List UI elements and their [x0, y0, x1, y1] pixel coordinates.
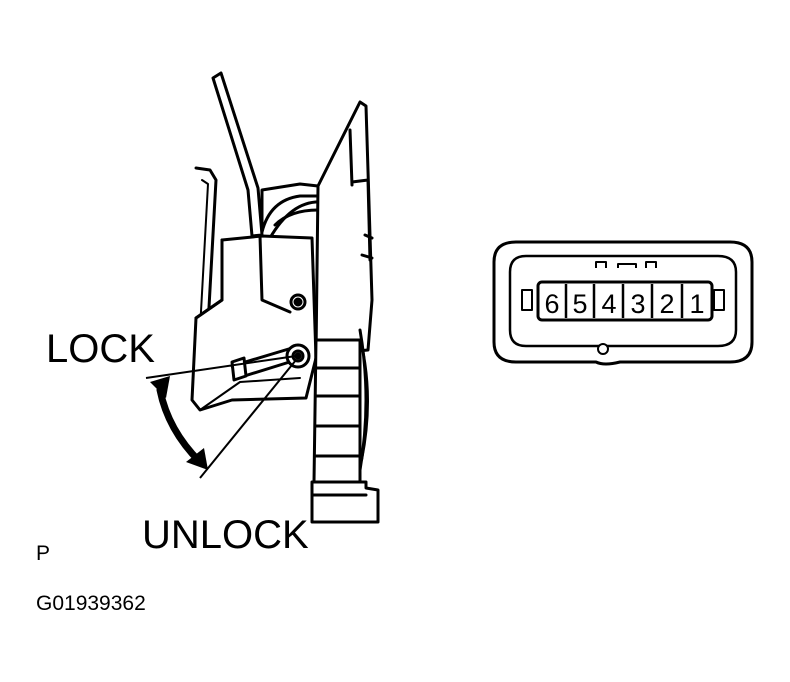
arrow-head-lock-icon — [150, 376, 170, 398]
arrow-head-unlock-icon — [186, 448, 208, 470]
connector-pin-labels: 6 5 4 3 2 1 — [544, 289, 704, 319]
mounting-bracket — [260, 182, 324, 234]
unlock-position-line — [199, 359, 297, 479]
unlock-label: UNLOCK — [142, 513, 309, 557]
figure-code: G01939362 — [36, 592, 146, 615]
view-letter: P — [36, 542, 50, 565]
base-block — [310, 480, 380, 524]
pin-label-5: 5 — [572, 289, 587, 319]
pin-label-2: 2 — [659, 289, 674, 319]
pin-label-4: 4 — [601, 289, 616, 319]
connector-lock-tab — [595, 261, 657, 268]
lock-position-line — [145, 355, 297, 379]
rotation-indicator — [145, 355, 297, 479]
switch-housing — [312, 338, 362, 484]
rotation-arc-arrow — [156, 386, 204, 466]
connector-key-hole — [597, 343, 609, 355]
side-plate — [314, 100, 374, 357]
pin-label-6: 6 — [544, 289, 559, 319]
pin-label-3: 3 — [630, 289, 645, 319]
control-rod — [211, 71, 264, 238]
lock-label: LOCK — [46, 327, 155, 371]
pin-label-1: 1 — [689, 289, 704, 319]
connector-face — [492, 240, 754, 366]
terminal-block — [536, 280, 714, 322]
